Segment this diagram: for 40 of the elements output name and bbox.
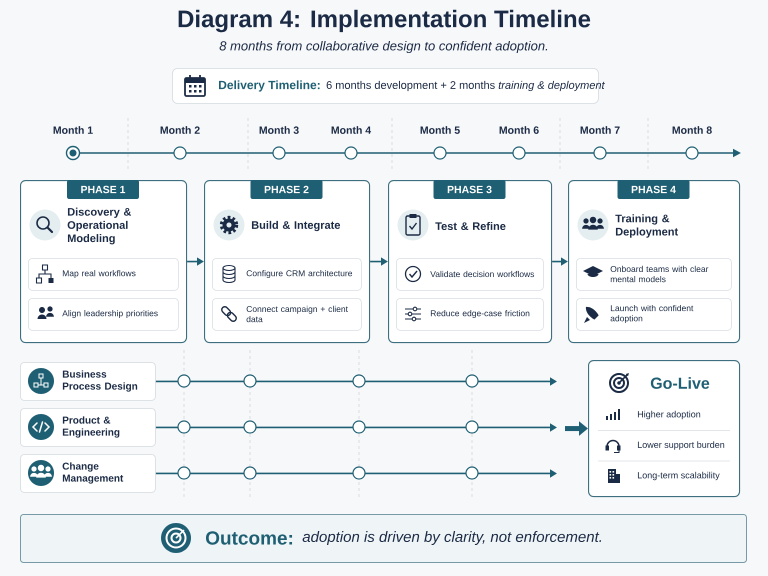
- month-label: Month 5: [420, 126, 460, 134]
- heading: Go-Live: [650, 377, 710, 389]
- phase-heading: Build & Integrate: [252, 220, 340, 232]
- month-label: Month 7: [580, 126, 620, 134]
- phase-tab: PHASE 4: [618, 180, 690, 199]
- phase-heading: Test & Refine: [435, 222, 506, 230]
- phase-tab: PHASE 3: [434, 180, 506, 199]
- task-box: Onboard teams with clear mental models: [576, 258, 732, 291]
- info-box: [172, 68, 605, 104]
- month-label: Month 4: [332, 126, 372, 134]
- month-label: Month 3: [260, 126, 299, 134]
- task-box: Validate decision workflows: [396, 258, 544, 291]
- task-box: Launch with confident adoption: [576, 298, 732, 331]
- task-box: Align leadership priorities: [28, 298, 179, 331]
- month-label: Month 1: [54, 126, 93, 134]
- month-label: Month 8: [672, 126, 712, 134]
- outcome-box: [20, 514, 747, 563]
- benefit-text: Long-term scalability: [638, 472, 720, 480]
- month-label: Month 2: [160, 126, 200, 134]
- task-box: Connect campaign + client data: [212, 298, 362, 331]
- subtitle: 8 months from collaborative design to confident adoption.: [220, 40, 548, 54]
- heading: Outcome:: [206, 531, 292, 545]
- phase-tab: PHASE 2: [250, 180, 322, 199]
- task-box: Configure CRM architecture: [212, 258, 362, 291]
- phase-heading: Discovery & Operational Modeling: [68, 208, 132, 244]
- outcome-text: adoption is driven by clarity, not enforcement.: [302, 531, 602, 545]
- title: Diagram 4: Implementation Timeline: [178, 10, 590, 32]
- benefit-text: Higher adoption: [638, 410, 700, 420]
- benefit-text: Lower support burden: [638, 441, 724, 450]
- task-box: Map real workflows: [28, 258, 179, 291]
- timeline-note: 6 months development + 2 months training & deployment: [326, 80, 605, 92]
- go-live-box: [588, 360, 740, 498]
- month-label: Month 6: [500, 126, 539, 134]
- heading: Delivery Timeline:: [219, 80, 320, 92]
- task-box: Reduce edge-case friction: [396, 298, 544, 331]
- phase-tab: PHASE 1: [67, 180, 139, 199]
- workstream-box: Product & Engineering: [20, 408, 156, 447]
- workstream-box: Change Management: [20, 454, 156, 493]
- workstream-box: Business Process Design: [20, 362, 156, 401]
- phase-heading: Training & Deployment: [615, 214, 678, 238]
